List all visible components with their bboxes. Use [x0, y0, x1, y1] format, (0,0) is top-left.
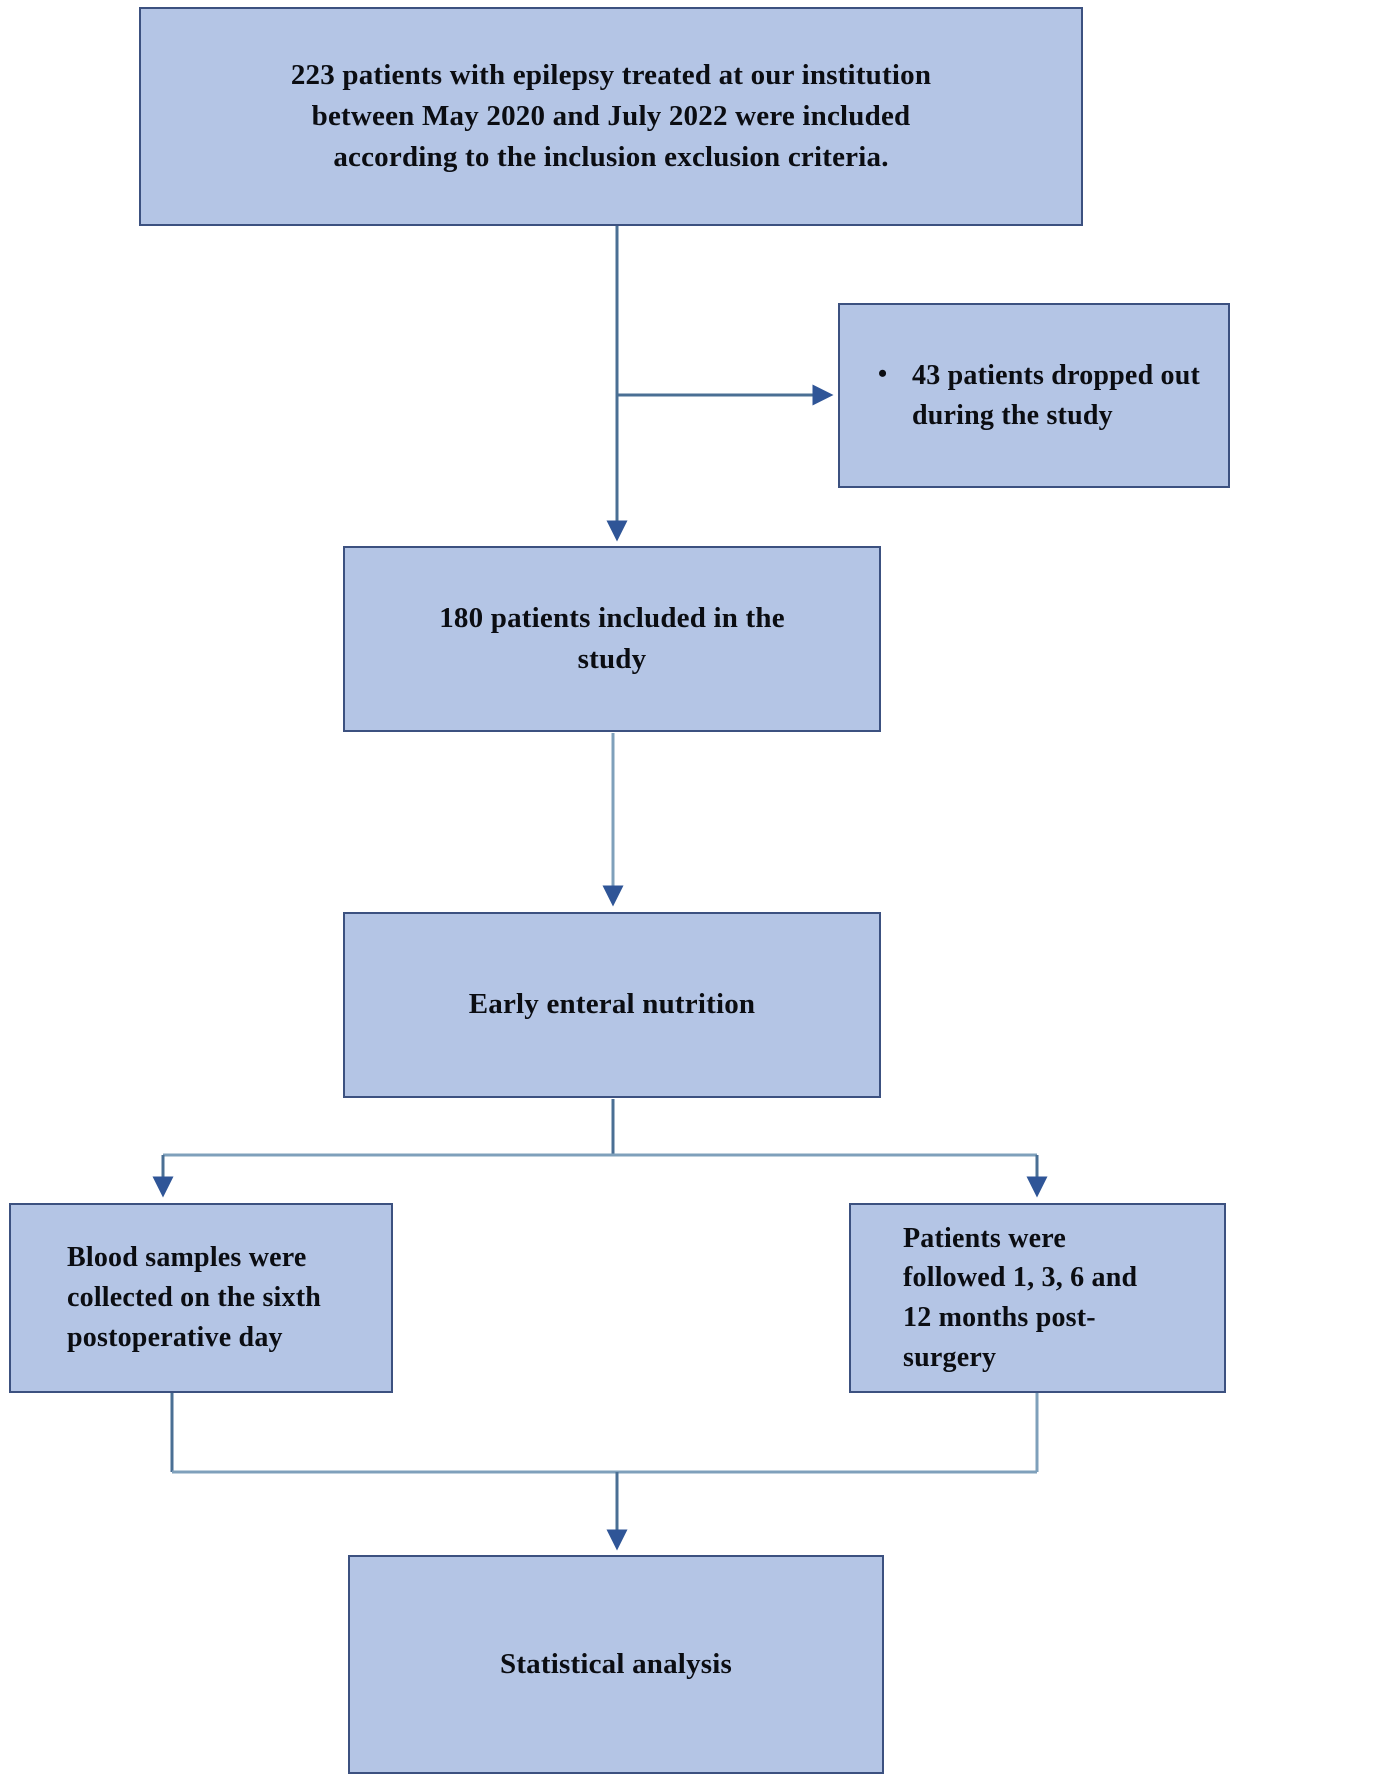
bullet-row: • 43 patients dropped out during the stu…: [840, 356, 1212, 436]
node-early-enteral-nutrition: Early enteral nutrition: [343, 912, 881, 1098]
node-included-in-study-label: 180 patients included in the study: [439, 601, 785, 675]
node-patient-followup-label: Patients were followed 1, 3, 6 and 12 mo…: [903, 1222, 1138, 1373]
node-enrolled-patients: 223 patients with epilepsy treated at ou…: [139, 7, 1083, 226]
node-dropped-out: • 43 patients dropped out during the stu…: [838, 303, 1230, 488]
node-blood-samples-label: Blood samples were collected on the sixt…: [67, 1242, 322, 1353]
node-early-enteral-nutrition-label: Early enteral nutrition: [468, 988, 756, 1021]
node-enrolled-patients-label: 223 patients with epilepsy treated at ou…: [290, 58, 932, 174]
node-statistical-analysis-label: Statistical analysis: [500, 1647, 732, 1680]
node-statistical-analysis: Statistical analysis: [348, 1555, 884, 1774]
bullet-icon: •: [878, 358, 888, 388]
node-included-in-study: 180 patients included in the study: [343, 546, 881, 732]
node-dropped-out-label: 43 patients dropped out during the study: [912, 359, 1201, 431]
node-patient-followup: Patients were followed 1, 3, 6 and 12 mo…: [849, 1203, 1226, 1393]
node-blood-samples: Blood samples were collected on the sixt…: [9, 1203, 393, 1393]
